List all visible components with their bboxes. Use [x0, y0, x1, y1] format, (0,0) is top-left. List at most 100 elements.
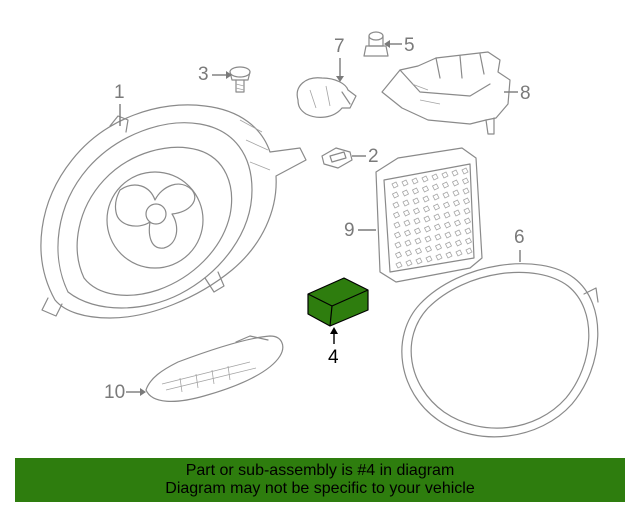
heatsink-fin	[434, 233, 442, 241]
heatsink-fin	[443, 221, 452, 229]
heatsink-fin	[391, 191, 400, 199]
heatsink-fin	[462, 197, 471, 205]
info-banner: Part or sub-assembly is #4 in diagram Di…	[15, 458, 625, 502]
svg-text:9: 9	[344, 220, 355, 241]
callout-8: 8	[504, 83, 531, 104]
heatsink-fin	[404, 239, 412, 247]
heatsink-fin	[413, 227, 422, 235]
heatsink-fin	[442, 201, 451, 209]
control-module-part-highlighted[interactable]	[307, 277, 369, 327]
heatsink-fin	[433, 223, 442, 231]
heatsink-fin	[411, 187, 420, 195]
heatsink-fin	[414, 237, 422, 245]
heatsink-fin	[424, 245, 433, 253]
heatsink-fin	[402, 209, 411, 217]
svg-text:1: 1	[114, 82, 125, 103]
heatsink-fin	[412, 197, 420, 205]
banner-line-disclaimer: Diagram may not be specific to your vehi…	[165, 480, 475, 497]
heatsink-ballast-part[interactable]	[375, 147, 483, 283]
heatsink-fin	[403, 219, 411, 227]
screw-part[interactable]	[229, 66, 251, 93]
heatsink-fin	[402, 199, 410, 207]
heatsink-fin	[451, 179, 460, 187]
heatsink-fin	[463, 207, 471, 215]
heatsink-fin	[411, 177, 419, 185]
heatsink-fin	[392, 211, 401, 219]
svg-text:4: 4	[328, 347, 339, 368]
heatsink-fin	[433, 213, 441, 221]
heatsink-fin	[391, 181, 399, 189]
heatsink-fin	[393, 221, 401, 229]
callout-3: 3	[198, 64, 232, 85]
heatsink-fin	[454, 239, 463, 247]
heatsink-fin	[441, 171, 449, 179]
module-housing-part[interactable]	[381, 51, 511, 135]
heatsink-fin	[464, 227, 472, 235]
heatsink-fin	[442, 191, 450, 199]
heatsink-fin	[423, 215, 431, 223]
heatsink-fin	[423, 225, 432, 233]
heatsink-fin	[425, 255, 433, 263]
heatsink-fin	[404, 249, 413, 257]
heatsink-fin	[421, 185, 430, 193]
heatsink-fin	[394, 251, 403, 259]
heatsink-fin	[403, 229, 412, 237]
heatsink-fin	[421, 175, 429, 183]
heatsink-fin	[452, 189, 460, 197]
svg-text:8: 8	[520, 83, 531, 104]
svg-text:7: 7	[334, 36, 345, 57]
heatsink-fin	[465, 247, 473, 255]
heatsink-fin	[443, 211, 451, 219]
heatsink-fin	[455, 249, 463, 257]
heatsink-fin	[432, 203, 441, 211]
heatsink-fin	[401, 189, 410, 197]
seal-ring-part[interactable]	[401, 263, 599, 438]
heatsink-fin	[453, 219, 462, 227]
heatsink-fin	[394, 241, 402, 249]
heatsink-fin	[431, 183, 440, 191]
callout-10: 10	[104, 382, 146, 403]
heatsink-fin	[435, 253, 443, 261]
heatsink-fin	[422, 195, 430, 203]
svg-text:5: 5	[404, 35, 415, 56]
heatsink-fin	[461, 177, 470, 185]
heatsink-fin	[451, 169, 459, 177]
light-strip-part[interactable]	[145, 335, 284, 402]
heatsink-fin	[462, 187, 470, 195]
svg-text:10: 10	[104, 382, 125, 403]
heatsink-fin	[393, 231, 402, 239]
parts-diagram: 1 2 3 4 5 6 7 8 9 10	[40, 31, 599, 438]
svg-text:2: 2	[368, 146, 379, 167]
callout-5: 5	[384, 35, 415, 56]
heatsink-fin	[452, 199, 461, 207]
bulb-part[interactable]	[296, 77, 357, 118]
banner-line-part-number: Part or sub-assembly is #4 in diagram	[185, 462, 455, 479]
headlamp-assembly-part[interactable]	[40, 104, 307, 319]
callout-7: 7	[334, 36, 345, 82]
heatsink-fin	[464, 237, 473, 245]
callout-2: 2	[352, 146, 379, 167]
svg-text:6: 6	[514, 227, 525, 248]
heatsink-fin	[461, 167, 469, 175]
heatsink-fin	[432, 193, 440, 201]
heatsink-fin	[445, 251, 453, 259]
heatsink-fin	[444, 241, 453, 249]
callout-4: 4	[328, 327, 339, 368]
heatsink-fin	[444, 231, 452, 239]
heatsink-fin	[414, 247, 423, 255]
callout-9: 9	[344, 220, 376, 241]
heatsink-fin	[422, 205, 431, 213]
heatsink-fin	[463, 217, 472, 225]
heatsink-fin	[424, 235, 432, 243]
heatsink-fin	[401, 179, 409, 187]
callout-6: 6	[514, 227, 525, 262]
callout-1: 1	[114, 82, 125, 126]
clip-nut-part[interactable]	[321, 147, 353, 169]
heatsink-fin	[392, 201, 400, 209]
heatsink-fin	[405, 259, 413, 267]
heatsink-fin	[413, 217, 421, 225]
heatsink-fin	[453, 209, 461, 217]
heatsink-fin	[431, 173, 439, 181]
socket-cap-part[interactable]	[363, 31, 389, 57]
heatsink-fin	[434, 243, 443, 251]
